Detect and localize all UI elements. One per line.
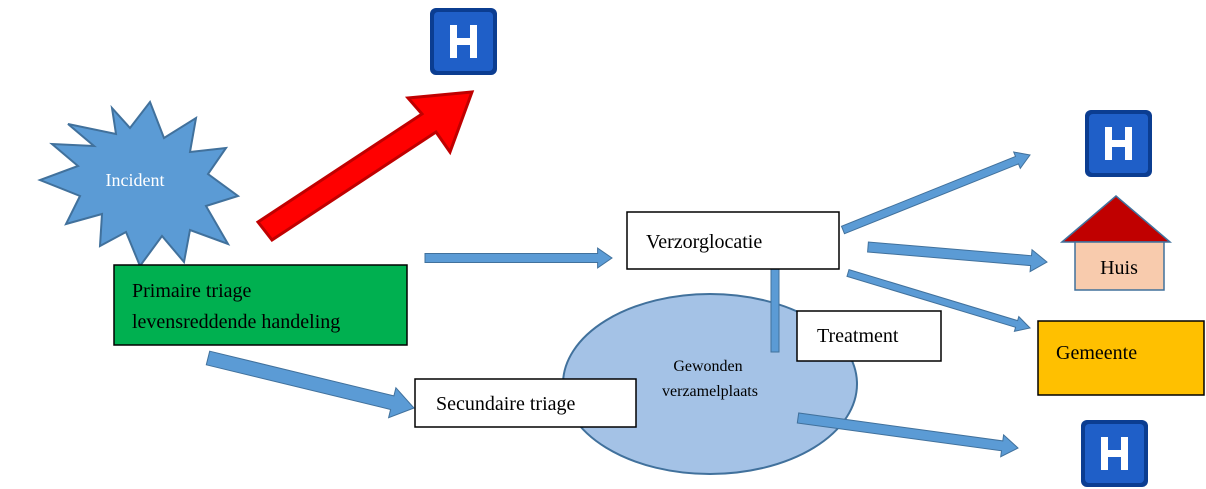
primary-triage-box <box>113 264 408 346</box>
care-location-label: Verzorglocatie <box>646 231 762 253</box>
urgent-arrow <box>255 90 475 243</box>
flow-arrows <box>205 151 1048 458</box>
arrow-primary-to-care <box>424 247 613 269</box>
care-location-box <box>626 211 840 270</box>
arrow-primary-to-secondary <box>205 350 415 419</box>
secondary-triage-label: Secundaire triage <box>436 393 575 415</box>
arrow-care-to-municipality <box>846 268 1031 332</box>
primary-triage-line2: levensreddende handeling <box>132 311 340 333</box>
collection-point-line2: verzamelplaats <box>662 383 758 400</box>
incident-burst <box>37 99 241 269</box>
house-label: Huis <box>1100 257 1138 279</box>
hospital-icon-right <box>1085 110 1152 177</box>
arrow-care-to-home <box>867 241 1048 273</box>
house-wall <box>1074 241 1165 291</box>
collection-point-line1: Gewonden <box>673 358 742 375</box>
house-roof <box>1059 195 1173 243</box>
svg-text:H: H <box>430 7 431 9</box>
municipality-box <box>1037 320 1205 396</box>
treatment-box <box>796 310 942 362</box>
secondary-triage-box <box>414 378 637 428</box>
primary-triage-line1: Primaire triage <box>132 280 252 302</box>
hospital-icon-top: H <box>430 7 497 75</box>
treatment-label: Treatment <box>817 325 899 347</box>
municipality-label: Gemeente <box>1056 342 1137 364</box>
hospital-icon-bottom <box>1081 420 1148 487</box>
arrow-collection-to-hospital <box>796 412 1019 458</box>
incident-label: Incident <box>106 170 165 190</box>
arrow-care-to-hospital <box>840 151 1031 235</box>
